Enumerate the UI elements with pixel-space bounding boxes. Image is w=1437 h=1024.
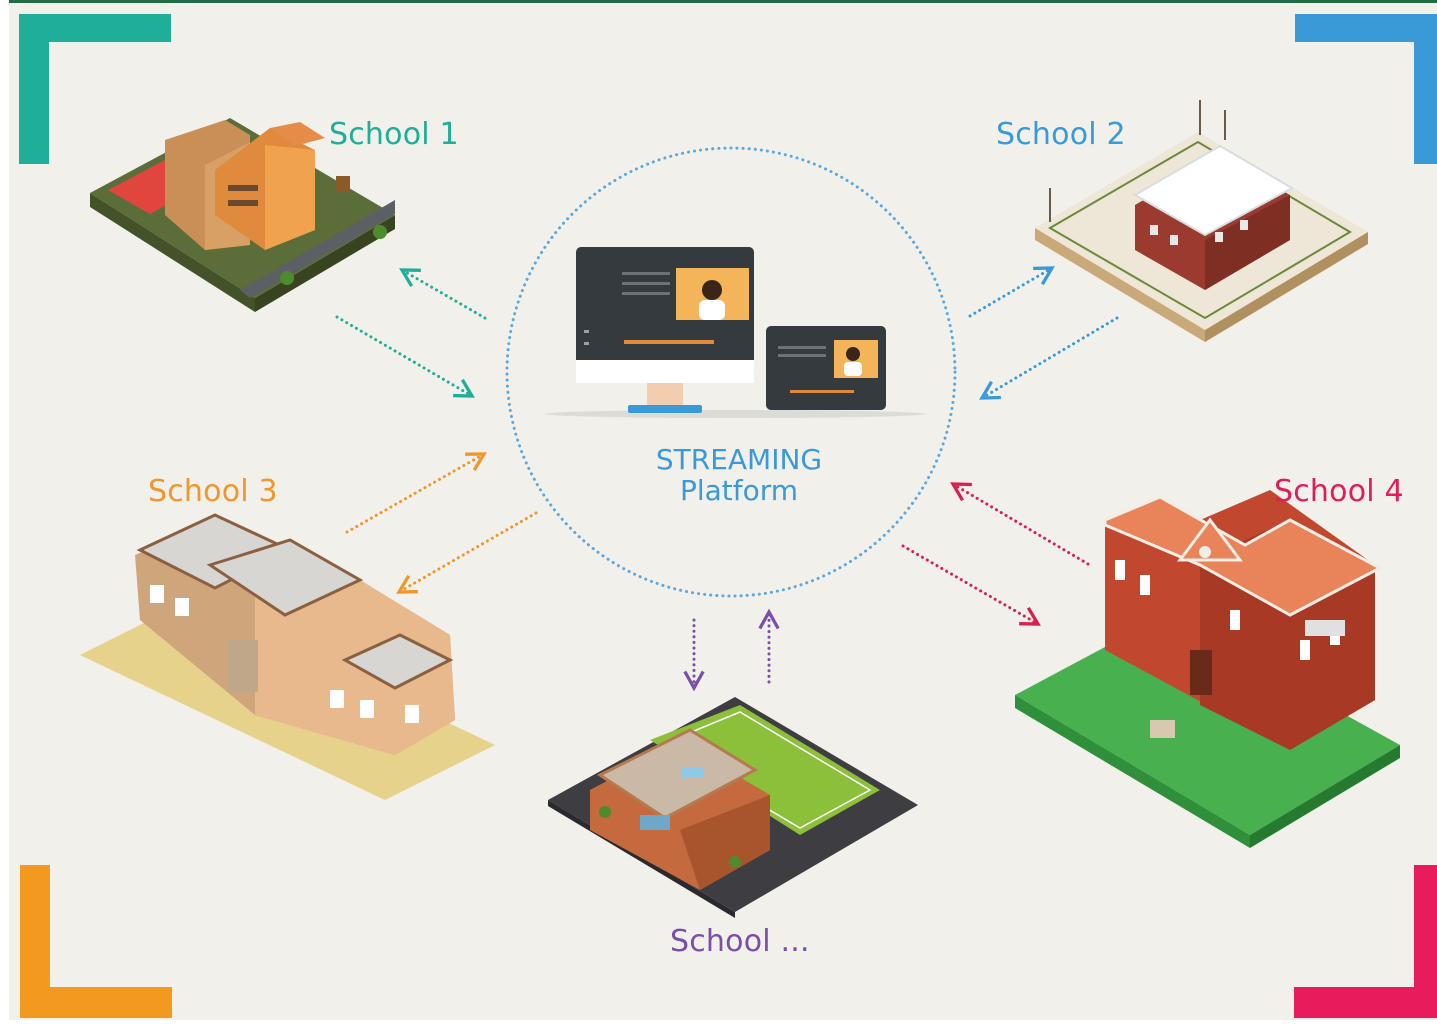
school-3-building-icon — [80, 513, 495, 800]
school-3-label: School 3 — [148, 474, 278, 509]
arrow-school-3-to-platform — [345, 452, 487, 534]
platform-circle — [505, 146, 957, 598]
arrow-school-1-to-platform — [335, 315, 475, 398]
platform-label-line2: Platform — [679, 474, 799, 507]
corner-bracket-bottom-left — [20, 865, 172, 1018]
corner-bracket-bottom-right — [1294, 865, 1437, 1018]
arrow-platform-to-school-4 — [901, 544, 1041, 626]
school-more-label: School ... — [670, 924, 810, 959]
school-2-building-icon — [1035, 100, 1368, 342]
school-1-building-icon — [90, 118, 395, 312]
arrow-platform-to-school-3 — [396, 511, 538, 594]
monitor-and-tablet-icon — [545, 247, 925, 418]
arrow-school-4-to-platform — [950, 482, 1090, 566]
corner-bracket-top-right — [1295, 14, 1437, 164]
school-1-label: School 1 — [329, 117, 459, 152]
arrow-school-2-to-platform — [979, 316, 1119, 400]
arrow-platform-to-school-2 — [968, 266, 1055, 318]
left-edge — [0, 0, 9, 1020]
arrow-platform-to-school-1 — [399, 268, 487, 320]
platform-label-line1: STREAMING — [655, 443, 823, 476]
school-2-label: School 2 — [996, 117, 1126, 152]
corner-bracket-top-left — [19, 14, 171, 164]
platform-label: STREAMING Platform — [638, 444, 840, 506]
top-bar — [0, 0, 1437, 3]
school-4-label: School 4 — [1274, 474, 1404, 509]
school-4-building-icon — [1015, 490, 1400, 848]
school-more-building-icon — [548, 697, 918, 918]
